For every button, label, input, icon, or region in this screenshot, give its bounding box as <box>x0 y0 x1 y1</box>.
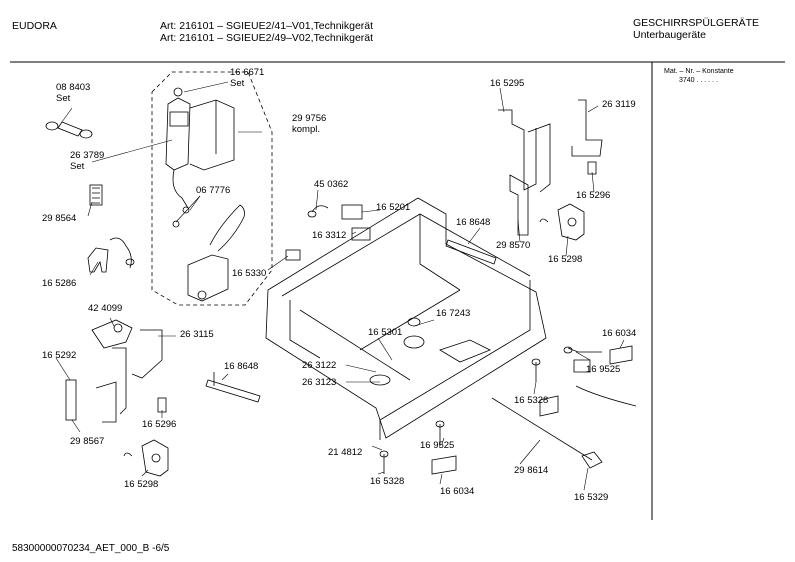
leader-lines <box>55 81 625 491</box>
part-label: 16 7243 <box>436 308 471 319</box>
part-label: 26 3122 <box>302 360 337 371</box>
part-label: 26 3123 <box>302 377 337 388</box>
part-label: 16 5329 <box>574 492 609 503</box>
part-label: 21 4812 <box>328 447 363 458</box>
pump-right <box>539 203 585 241</box>
right-bracket <box>498 99 603 236</box>
part-label: 16 5330 <box>232 268 267 279</box>
part-label: Set <box>230 78 245 89</box>
part-label: 26 3119 <box>602 99 636 110</box>
hose-clamp-set <box>45 121 93 139</box>
part-label: 45 0362 <box>314 179 349 190</box>
part-label: Set <box>56 93 71 104</box>
category-title: GESCHIRRSPÜLGERÄTE <box>633 17 760 29</box>
part-label: kompl. <box>292 124 320 135</box>
part-label: 16 6034 <box>602 328 637 339</box>
part-label: 26 3789 <box>70 150 105 161</box>
part-label: 16 8648 <box>456 217 491 228</box>
base-tub <box>265 197 547 440</box>
part-label: 16 8648 <box>224 361 259 372</box>
part-label: 16 5286 <box>42 278 77 289</box>
part-label: 16 5201 <box>376 202 411 213</box>
part-label: 16 5328 <box>514 395 549 406</box>
part-label: 29 8614 <box>514 465 549 476</box>
article-line-1: Art: 216101 – SGIEUE2/41–V01,Technikgerä… <box>160 20 374 32</box>
subcategory-title: Unterbaugeräte <box>633 29 706 41</box>
part-label: 16 6034 <box>440 486 475 497</box>
part-label: 08 8403 <box>56 82 91 93</box>
document-id: 58300000070234_AET_000_B -6/5 <box>12 543 170 554</box>
part-label: 16 9525 <box>420 440 455 451</box>
part-label: 29 8570 <box>496 240 531 251</box>
part-label: 42 4099 <box>88 303 123 314</box>
part-label: 16 6671 <box>230 67 265 78</box>
pump-left <box>123 439 169 477</box>
part-label: 16 3312 <box>312 230 347 241</box>
part-label: 06 7776 <box>196 185 231 196</box>
screws-connectors <box>379 345 637 475</box>
bracket-coil <box>87 237 135 273</box>
part-label: 16 5301 <box>368 327 403 338</box>
article-line-2: Art: 216101 – SGIEUE2/49–V02,Technikgerä… <box>160 32 374 44</box>
part-label: 29 9756 <box>292 113 327 124</box>
brand-name: EUDORA <box>12 20 57 32</box>
part-label: Set <box>70 161 85 172</box>
spring <box>89 184 103 206</box>
heater-strip <box>205 239 497 403</box>
part-label: 16 5296 <box>576 190 611 201</box>
part-label: 16 5295 <box>490 78 525 89</box>
part-label: 16 5298 <box>124 479 159 490</box>
part-label: 16 5292 <box>42 350 77 361</box>
part-label: 29 8567 <box>70 436 105 447</box>
part-label: 16 5296 <box>142 419 177 430</box>
left-bracket-assembly <box>65 319 167 423</box>
part-label: 16 9525 <box>586 364 621 375</box>
mat-nr-value: 3740 . . . . . . <box>679 77 718 84</box>
part-label: 16 5328 <box>370 476 405 487</box>
part-label: 29 8564 <box>42 213 77 224</box>
valve-assembly <box>165 87 245 302</box>
part-label: 16 5298 <box>548 254 583 265</box>
part-label: 26 3115 <box>180 329 214 340</box>
mat-nr-header: Mat. – Nr. – Konstante <box>664 68 734 75</box>
